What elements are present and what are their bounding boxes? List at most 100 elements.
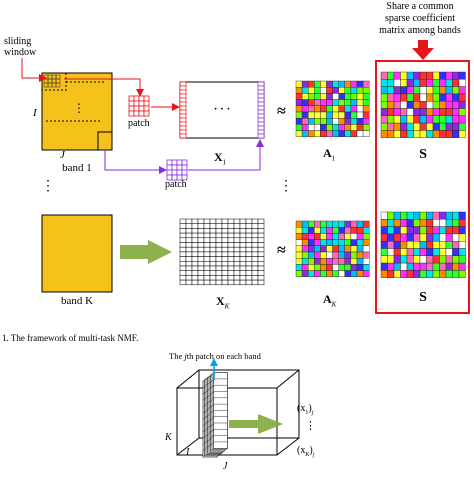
s-top-cell [419,71,427,80]
xk-cell [227,275,235,281]
patch-cell-red [133,110,140,117]
ak-cell [350,239,358,247]
s-top-cell [387,93,395,102]
patch-cell-purple [171,169,178,176]
ak-cell [344,251,352,259]
xk-cell [239,218,247,224]
ak-cell [295,245,303,253]
s-bottom-cell [458,262,466,271]
x1-first-column-cell [179,85,187,91]
a1-cell [295,80,303,88]
ak-cell [338,226,346,234]
s-bottom-cell [432,240,440,249]
xk-cell [257,242,265,248]
xk-cell [191,242,199,248]
ak-cell [350,264,358,271]
a1-cell [332,93,339,100]
ak-cell [356,226,364,234]
s-bottom-cell [452,233,460,242]
xk-cell [257,256,265,262]
xk-cell [233,270,241,276]
ak-cell [338,220,346,228]
s-bottom-cell [406,211,414,220]
xk-cell [191,223,199,229]
purple-arrow-to-x1 [188,139,264,171]
xk-cell [197,237,205,243]
xk-cell [197,270,205,276]
xk-cell [209,251,217,257]
s-top-cell [413,115,421,124]
share-arrow [412,40,434,60]
ak-cell [332,264,339,271]
a1-cell [301,124,309,131]
s-bottom-cell [426,226,434,235]
s-top-cell [406,79,414,87]
a1-cell [326,124,333,131]
xk-cell [227,246,235,253]
xk-cell [221,251,229,257]
xk-cell [203,237,211,243]
ak-cell [344,245,352,253]
ak-cell [308,251,315,259]
s-top-cell [406,71,414,80]
a1-cell [326,105,333,113]
xk-cell [197,232,205,239]
ak-cell [338,270,346,278]
xk-cell [215,228,223,234]
a1-cell [326,111,333,119]
a1-cell [332,105,339,113]
s-bottom-cell [413,248,421,257]
s-top-cell [419,115,427,124]
xk-cell [245,251,253,257]
xk-cell [245,246,253,253]
xk-cell [197,246,205,253]
patch-cell-red [138,110,145,117]
s-top-cell [413,86,421,95]
s-bottom-cell [419,211,427,220]
a1-cell [332,99,339,106]
xk-cell [221,232,229,239]
x1-first-column-cell [179,125,187,131]
s-top-cell [445,79,453,87]
x1-first-column [179,81,187,139]
xk-cell [227,256,235,262]
ak-cell [301,251,309,259]
x1-last-column-cell [257,109,265,115]
a1-cell [320,130,327,138]
ak-cell [344,258,352,265]
xk-cell [257,270,265,276]
ak-cell [326,239,333,247]
s-bottom-cell [406,255,414,264]
x1-first-column-cell [179,129,187,135]
s-bottom-cell [458,226,466,235]
xk-cell [251,232,259,239]
a1-cell [308,99,315,106]
s-bottom-cell [380,240,388,249]
xk-cell [251,251,259,257]
a1-cell [338,130,346,138]
xk-cell [251,279,259,286]
ak-cell [295,233,303,240]
s-bottom-cell [400,240,408,249]
xk-cell [191,232,199,239]
x1-first-column-cell [179,105,187,111]
s-bottom-cell [458,255,466,264]
s-bottom-cell [419,270,427,278]
ak-cell [362,258,370,265]
ak-cell [338,251,346,259]
a1-cell [301,111,309,119]
ak-matrix [295,220,370,278]
s-bottom-cell [445,248,453,257]
s-top-cell [413,71,421,80]
xk-cell [251,246,259,253]
xk-cell [221,223,229,229]
xk-cell [209,279,217,286]
s-bottom-cell [445,255,453,264]
ak-cell [295,251,303,259]
s-top-cell [458,93,466,102]
ak-cell [356,245,364,253]
xk-cell [245,218,253,224]
ak-cell [295,220,303,228]
x1-first-column-cell [179,81,187,87]
